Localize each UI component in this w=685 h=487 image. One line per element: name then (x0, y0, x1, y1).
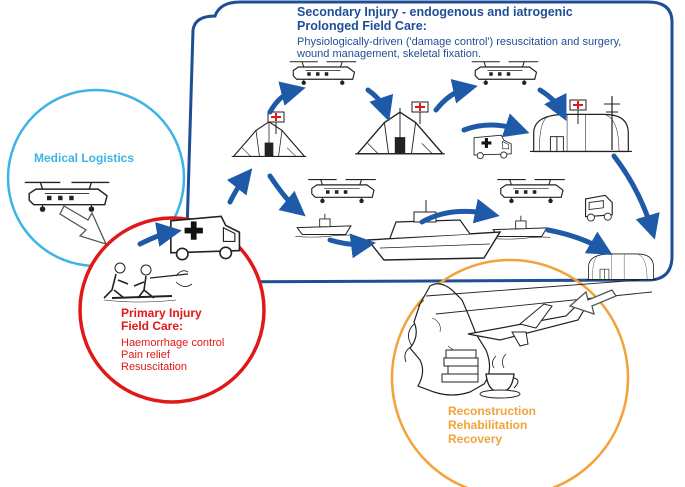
field-ambulance-jeep-icon (584, 194, 613, 222)
ambulance-icon (473, 134, 512, 160)
secondary-body-line-2: wound management, skeletal fixation. (297, 48, 482, 61)
medical-logistics-title: Medical Logistics (34, 151, 135, 165)
books-icon (441, 349, 479, 383)
recovery-item: Reconstruction (448, 404, 537, 418)
recovery-region (390, 258, 630, 487)
care-flow-arrows (137, 79, 660, 259)
soldiers-casualty-icon (103, 262, 193, 303)
landing-craft-icon (294, 213, 355, 238)
helicopter-icon (307, 178, 377, 204)
red-cross-flag-icon (267, 99, 587, 134)
hospital-ship-icon (366, 200, 502, 261)
radio-mast-icon (604, 96, 620, 150)
primary-item: Pain relief (121, 349, 170, 362)
hangar-hospital-icon (530, 113, 632, 153)
helicopter-icon (496, 178, 566, 204)
helicopter-icon (471, 61, 539, 86)
primary-injury-items: Haemorrhage control Pain relief Resuscit… (121, 337, 251, 373)
primary-item: Haemorrhage control (121, 337, 225, 349)
recovery-items: Reconstruction Rehabilitation Recovery (448, 404, 578, 446)
secondary-title-line-1: Secondary Injury - endogenous and iatrog… (297, 5, 573, 19)
teacup-icon (479, 353, 521, 399)
secondary-injury-description: Physiologically-driven ('damage control'… (297, 36, 667, 60)
primary-item: Resuscitation (121, 361, 188, 374)
logistics-to-primary-arrow (59, 205, 108, 246)
landing-craft-icon (490, 215, 551, 240)
recovery-item: Recovery (448, 431, 503, 446)
helicopter-icon (289, 61, 357, 86)
secondary-body-line-1: Physiologically-driven ('damage control'… (297, 36, 622, 48)
primary-injury-title: Primary Injury Field Care: (121, 306, 251, 334)
field-hospital-tent-icon (354, 108, 446, 155)
secondary-title-line-2: Prolonged Field Care: (297, 18, 427, 33)
primary-injury-region (78, 216, 266, 404)
secondary-injury-region (184, 0, 674, 284)
hangar-hospital-icon (586, 253, 656, 280)
secondary-to-recovery-arrow (568, 289, 617, 315)
primary-title-line-2: Field Care: (121, 319, 184, 334)
secondary-injury-title: Secondary Injury - endogenous and iatrog… (297, 5, 677, 34)
recovery-item: Rehabilitation (448, 417, 528, 432)
primary-title-line-1: Primary Injury (121, 306, 202, 320)
